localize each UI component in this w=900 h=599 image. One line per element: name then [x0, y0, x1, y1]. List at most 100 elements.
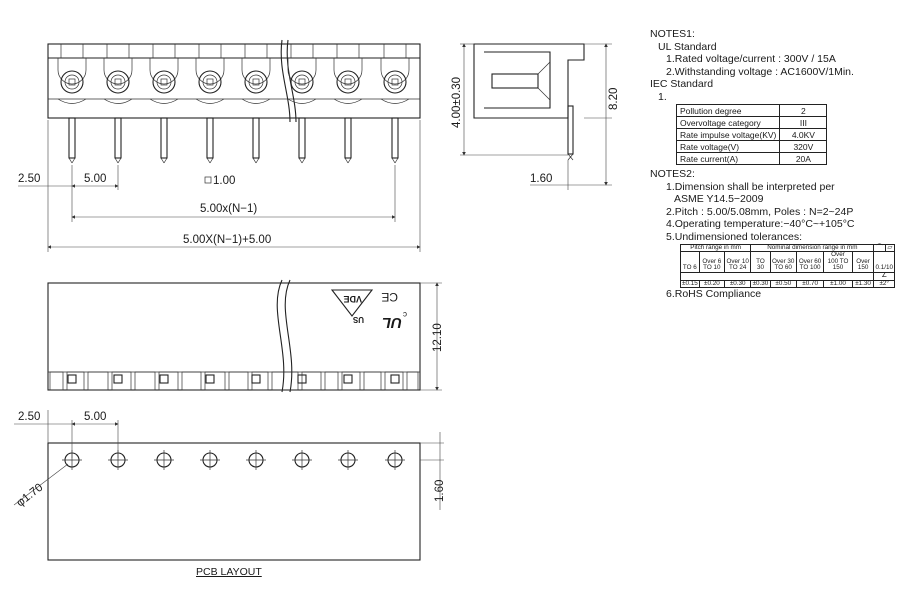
tol-range: Over 150 [851, 251, 875, 273]
iec-label: Overvoltage category [675, 116, 781, 129]
table-row: ±0.15 ±0.20 ±0.30 ±0.30 ±0.50 ±0.70 ±1.0… [680, 279, 895, 289]
table-row: TO 6 Over 6 TO 10 Over 10 TO 24 TO 30 Ov… [680, 251, 895, 273]
top-pin [57, 44, 87, 164]
top-pin [380, 44, 410, 164]
iec-title: IEC Standard [650, 78, 714, 90]
dim-total-length: 5.00X(N−1)+5.00 [183, 234, 271, 246]
tol-value: ±0.15 [680, 279, 700, 289]
tol-range: Over 30 TO 60 [769, 251, 797, 273]
tol-range: Over 6 TO 10 [698, 251, 726, 273]
top-pin [333, 44, 363, 164]
iec-label: Rate current(A) [675, 152, 781, 165]
front-slot [49, 371, 64, 391]
dim-pin-offset-side: 1.60 [530, 173, 552, 185]
tol-head-sym2: ▱ [884, 243, 896, 253]
tol-value: ±1.00 [823, 279, 853, 289]
top-pin [149, 44, 179, 164]
pcb-hole [154, 450, 174, 470]
front-pin-mark [113, 374, 123, 384]
table-row: Rate voltage(V)320V [675, 140, 828, 153]
tol-range: TO 30 [750, 251, 771, 273]
front-slot [66, 371, 85, 391]
table-row: Rate current(A)20A [675, 152, 828, 165]
dim-pin-length: 4.00±0.30 [451, 77, 463, 128]
tol-angle-sym: ∠ [873, 271, 895, 281]
side-view [473, 43, 585, 161]
pcb-layout-label: PCB LAYOUT [196, 566, 262, 578]
top-pin [241, 44, 271, 164]
iec-label: Rate voltage(V) [675, 140, 781, 153]
notes-panel: NOTES1: UL Standard 1.Rated voltage/curr… [650, 28, 896, 301]
front-pin-mark [251, 374, 261, 384]
front-slot [204, 371, 226, 391]
table-row: Pitch range in mm Nominal dimension rang… [679, 243, 896, 253]
tol-value: ±0.30 [724, 279, 752, 289]
tol-range: TO 6 [680, 251, 700, 273]
front-slot-group [49, 371, 419, 391]
pcb-hole [246, 450, 266, 470]
front-pin-mark [297, 374, 307, 384]
front-slot [181, 371, 202, 391]
iec-value: 4.0KV [779, 128, 828, 141]
notes2-title: NOTES2: [650, 168, 695, 180]
tol-angle-value: ±2° [873, 279, 895, 289]
notes1-title: NOTES1: [650, 28, 695, 40]
ul-item: 1.Rated voltage/current : 300V / 15A [666, 53, 836, 65]
front-slot [406, 371, 419, 391]
tolerance-table: Pitch range in mm Nominal dimension rang… [679, 243, 896, 289]
iec-value: III [779, 116, 828, 129]
ce-mark: CE [381, 290, 398, 304]
tol-value: ±0.50 [769, 279, 797, 289]
iec-value: 2 [779, 104, 828, 117]
notes2-item: ASME Y14.5−2009 [674, 193, 764, 205]
top-pin [287, 44, 317, 164]
tol-range: Over 10 TO 24 [724, 251, 752, 273]
iec-value: 320V [779, 140, 828, 153]
front-view: VDE CE US UL c [47, 279, 421, 393]
front-slot [134, 371, 156, 391]
dim-pin-square: 1.00 [213, 175, 235, 187]
pcb-hole-group [62, 450, 405, 470]
front-slot [228, 371, 249, 391]
front-dimensions: 12.10 [420, 282, 444, 391]
iec-value: 20A [779, 152, 828, 165]
ul-title: UL Standard [658, 40, 717, 53]
tol-range: Over 60 TO 100 [795, 251, 825, 273]
front-pin-mark [205, 374, 215, 384]
ul-mark: UL [382, 314, 402, 331]
pcb-dim-row-offset: 1.60 [434, 480, 446, 502]
vde-mark: VDE [330, 289, 374, 317]
tol-head-nominal: Nominal dimension range in mm [750, 243, 875, 253]
front-slot [301, 371, 322, 391]
pcb-hole [385, 450, 405, 470]
pcb-hole [292, 450, 312, 470]
front-pin-mark [343, 374, 353, 384]
iec-label: Rate impulse voltage(KV) [675, 128, 781, 141]
pcb-dim-pitch: 5.00 [84, 411, 106, 423]
notes2-item: 2.Pitch : 5.00/5.08mm, Poles : N=2~24P [666, 205, 854, 218]
tol-value: ±1.30 [851, 279, 875, 289]
tol-angle-head: 0.1/10 [873, 251, 895, 273]
tol-range: Over 100 TO 150 [823, 251, 853, 273]
front-slot [158, 371, 179, 391]
dim-pitch: 5.00 [84, 173, 106, 185]
notes2-item: 5.Undimensioned tolerances: [666, 230, 802, 243]
top-dimensions: 2.50 5.00 1.00 5.00x(N−1) 5.00X(N−1)+5.0… [18, 120, 421, 252]
tol-value: ±0.70 [795, 279, 825, 289]
table-row: ∠ [679, 271, 895, 281]
side-dimensions: 4.00±0.30 8.20 1.60 [451, 43, 620, 190]
front-slot [363, 371, 382, 391]
tol-head-pitch: Pitch range in mm [679, 243, 752, 253]
dim-body-height: 12.10 [432, 323, 444, 352]
tol-value: ±0.30 [750, 279, 771, 289]
front-slot [324, 371, 339, 391]
dim-pitch-span: 5.00x(N−1) [200, 203, 257, 215]
us-mark: US [352, 315, 364, 324]
front-slot [271, 371, 299, 391]
pcb-dim-offset: 2.50 [18, 411, 40, 423]
iec-label: Pollution degree [675, 104, 781, 117]
